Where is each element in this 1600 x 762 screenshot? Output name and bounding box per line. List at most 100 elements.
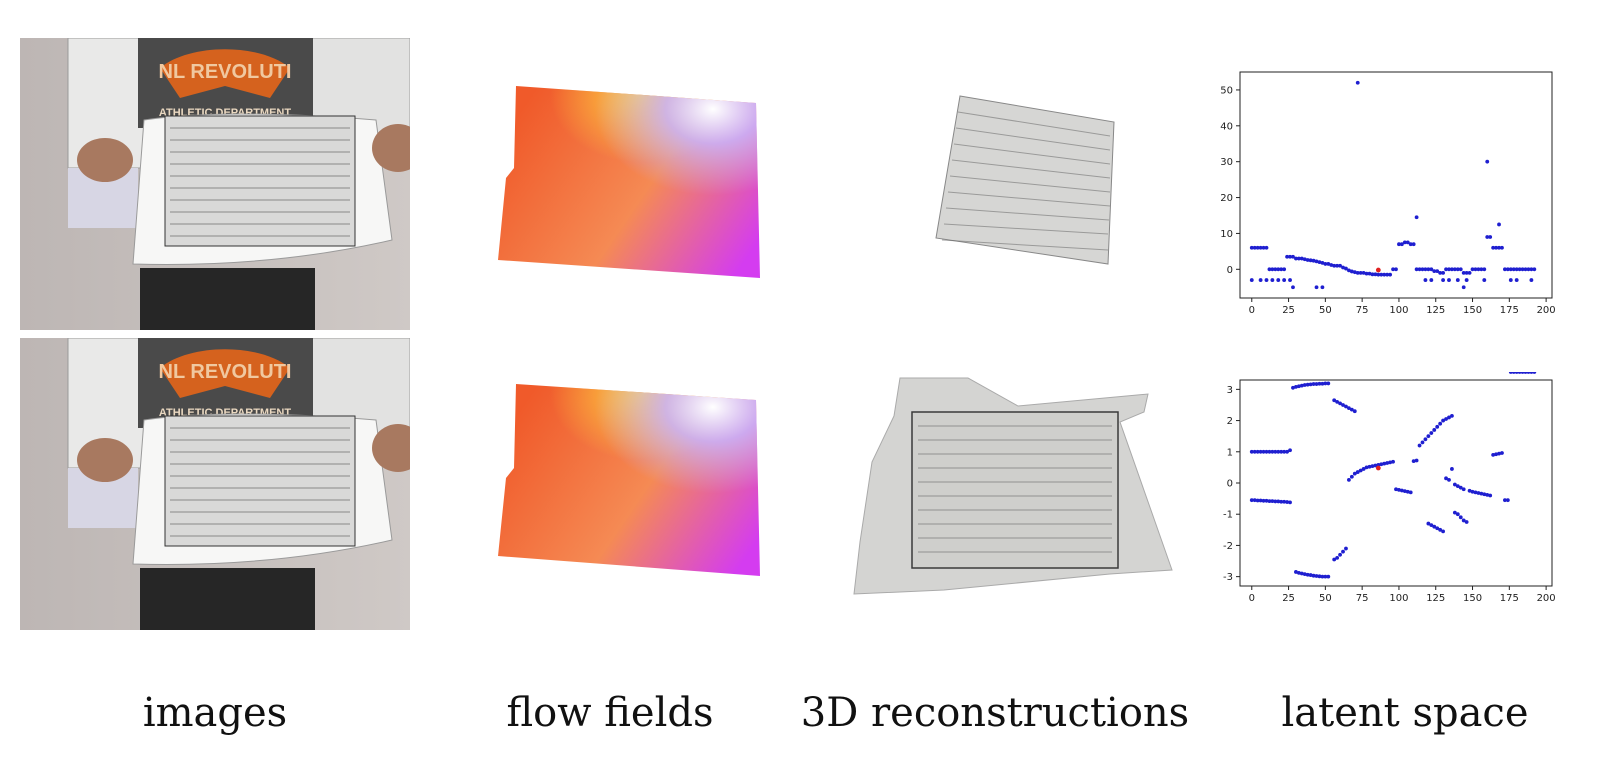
latent-point [1444,476,1448,481]
latent-point [1485,492,1490,497]
latent-point [1267,267,1272,272]
latent-point [1429,523,1434,528]
latent-point [1358,270,1363,275]
latent-point [1252,498,1257,503]
latent-point [1514,267,1519,272]
latent-point [1308,573,1313,577]
flow-field-bottom-shape [498,384,760,576]
latent-point [1420,440,1425,445]
latent-point [1529,372,1534,374]
latent-point [1294,384,1298,389]
latent-point [1349,269,1354,274]
latent-point [1305,572,1310,577]
latent-point [1329,263,1334,267]
latent-point [1523,372,1528,374]
latent-point [1341,549,1345,554]
x-tick-label: 125 [1426,593,1445,604]
latent-point [1294,256,1298,261]
latent-point [1270,449,1275,454]
latent-point [1526,267,1531,272]
latent-point [1391,459,1395,464]
latent-point [1520,267,1525,272]
y-tick-label: 40 [1220,121,1233,132]
shirt-text-top: NL REVOLUTI [159,61,292,83]
latent-point [1282,267,1287,272]
y-tick-label: 20 [1220,193,1233,204]
latent-point [1388,272,1393,277]
latent-point [1411,459,1416,464]
latent-point [1473,490,1478,495]
x-tick-label: 75 [1356,305,1369,316]
latent-point [1461,518,1466,523]
photo-top-image: NL REVOLUTI ATHLETIC DEPARTMENT [20,38,410,330]
latent-point [1497,245,1501,250]
latent-point [1314,382,1319,386]
latent-point [1376,272,1381,277]
latent-point [1435,269,1440,273]
latent-point [1302,257,1307,262]
latent-point [1332,398,1337,403]
latent-point [1476,491,1481,495]
latent-point [1361,467,1366,471]
latent-point [1473,267,1478,272]
caption-flow-fields: flow fields [506,690,714,736]
latent-point [1255,449,1260,454]
latent-point [1349,474,1354,479]
latent-point [1423,278,1428,282]
latent-point [1464,270,1469,275]
latent-point [1520,372,1525,374]
latent-point [1447,278,1451,282]
y-tick-label: 10 [1220,229,1233,240]
latent-point [1467,488,1472,493]
latent-point [1276,267,1281,272]
latent-point [1273,267,1278,272]
latent-point [1397,242,1401,247]
latent-point [1385,461,1390,465]
latent-point [1517,267,1522,272]
latent-point [1485,159,1490,164]
latent-point [1320,260,1325,265]
latent-point [1361,270,1366,275]
latent-point [1497,451,1501,456]
latent-point [1308,382,1313,387]
latent-point [1414,215,1419,220]
x-tick-label: 100 [1389,305,1408,316]
latent-point [1523,267,1528,272]
latent-point [1447,415,1451,420]
latent-point [1276,499,1281,504]
latent-point [1388,460,1393,465]
latent-point [1264,498,1269,503]
latent-point [1508,278,1513,282]
latent-point [1452,482,1457,487]
x-tick-label: 100 [1389,593,1408,604]
latent-point [1397,487,1401,492]
latent-point [1294,570,1298,574]
latent-point [1461,285,1466,290]
latent-point [1402,240,1407,245]
latent-point [1458,485,1463,490]
y-tick-label: -3 [1223,572,1233,583]
latent-point [1526,372,1531,374]
latent-point [1276,278,1281,282]
latent-point [1452,267,1457,272]
latent-point [1488,493,1493,498]
latent-point [1299,256,1304,261]
y-tick-label: 30 [1220,157,1233,168]
latent-point [1432,269,1437,273]
latent-point [1258,278,1263,282]
latent-point [1370,464,1375,469]
latent-point [1332,263,1337,268]
latent-point [1497,222,1501,227]
latent-point [1335,556,1340,560]
latent-point [1317,381,1322,386]
latent-point [1461,487,1466,492]
latent-point [1282,499,1287,504]
latent-point [1408,242,1413,247]
latent-point [1444,267,1448,272]
latent-point [1282,278,1287,282]
reconstruction-top [930,92,1120,267]
current-frame-point [1375,267,1381,273]
latent-point [1358,468,1363,473]
latent-point [1447,267,1451,272]
